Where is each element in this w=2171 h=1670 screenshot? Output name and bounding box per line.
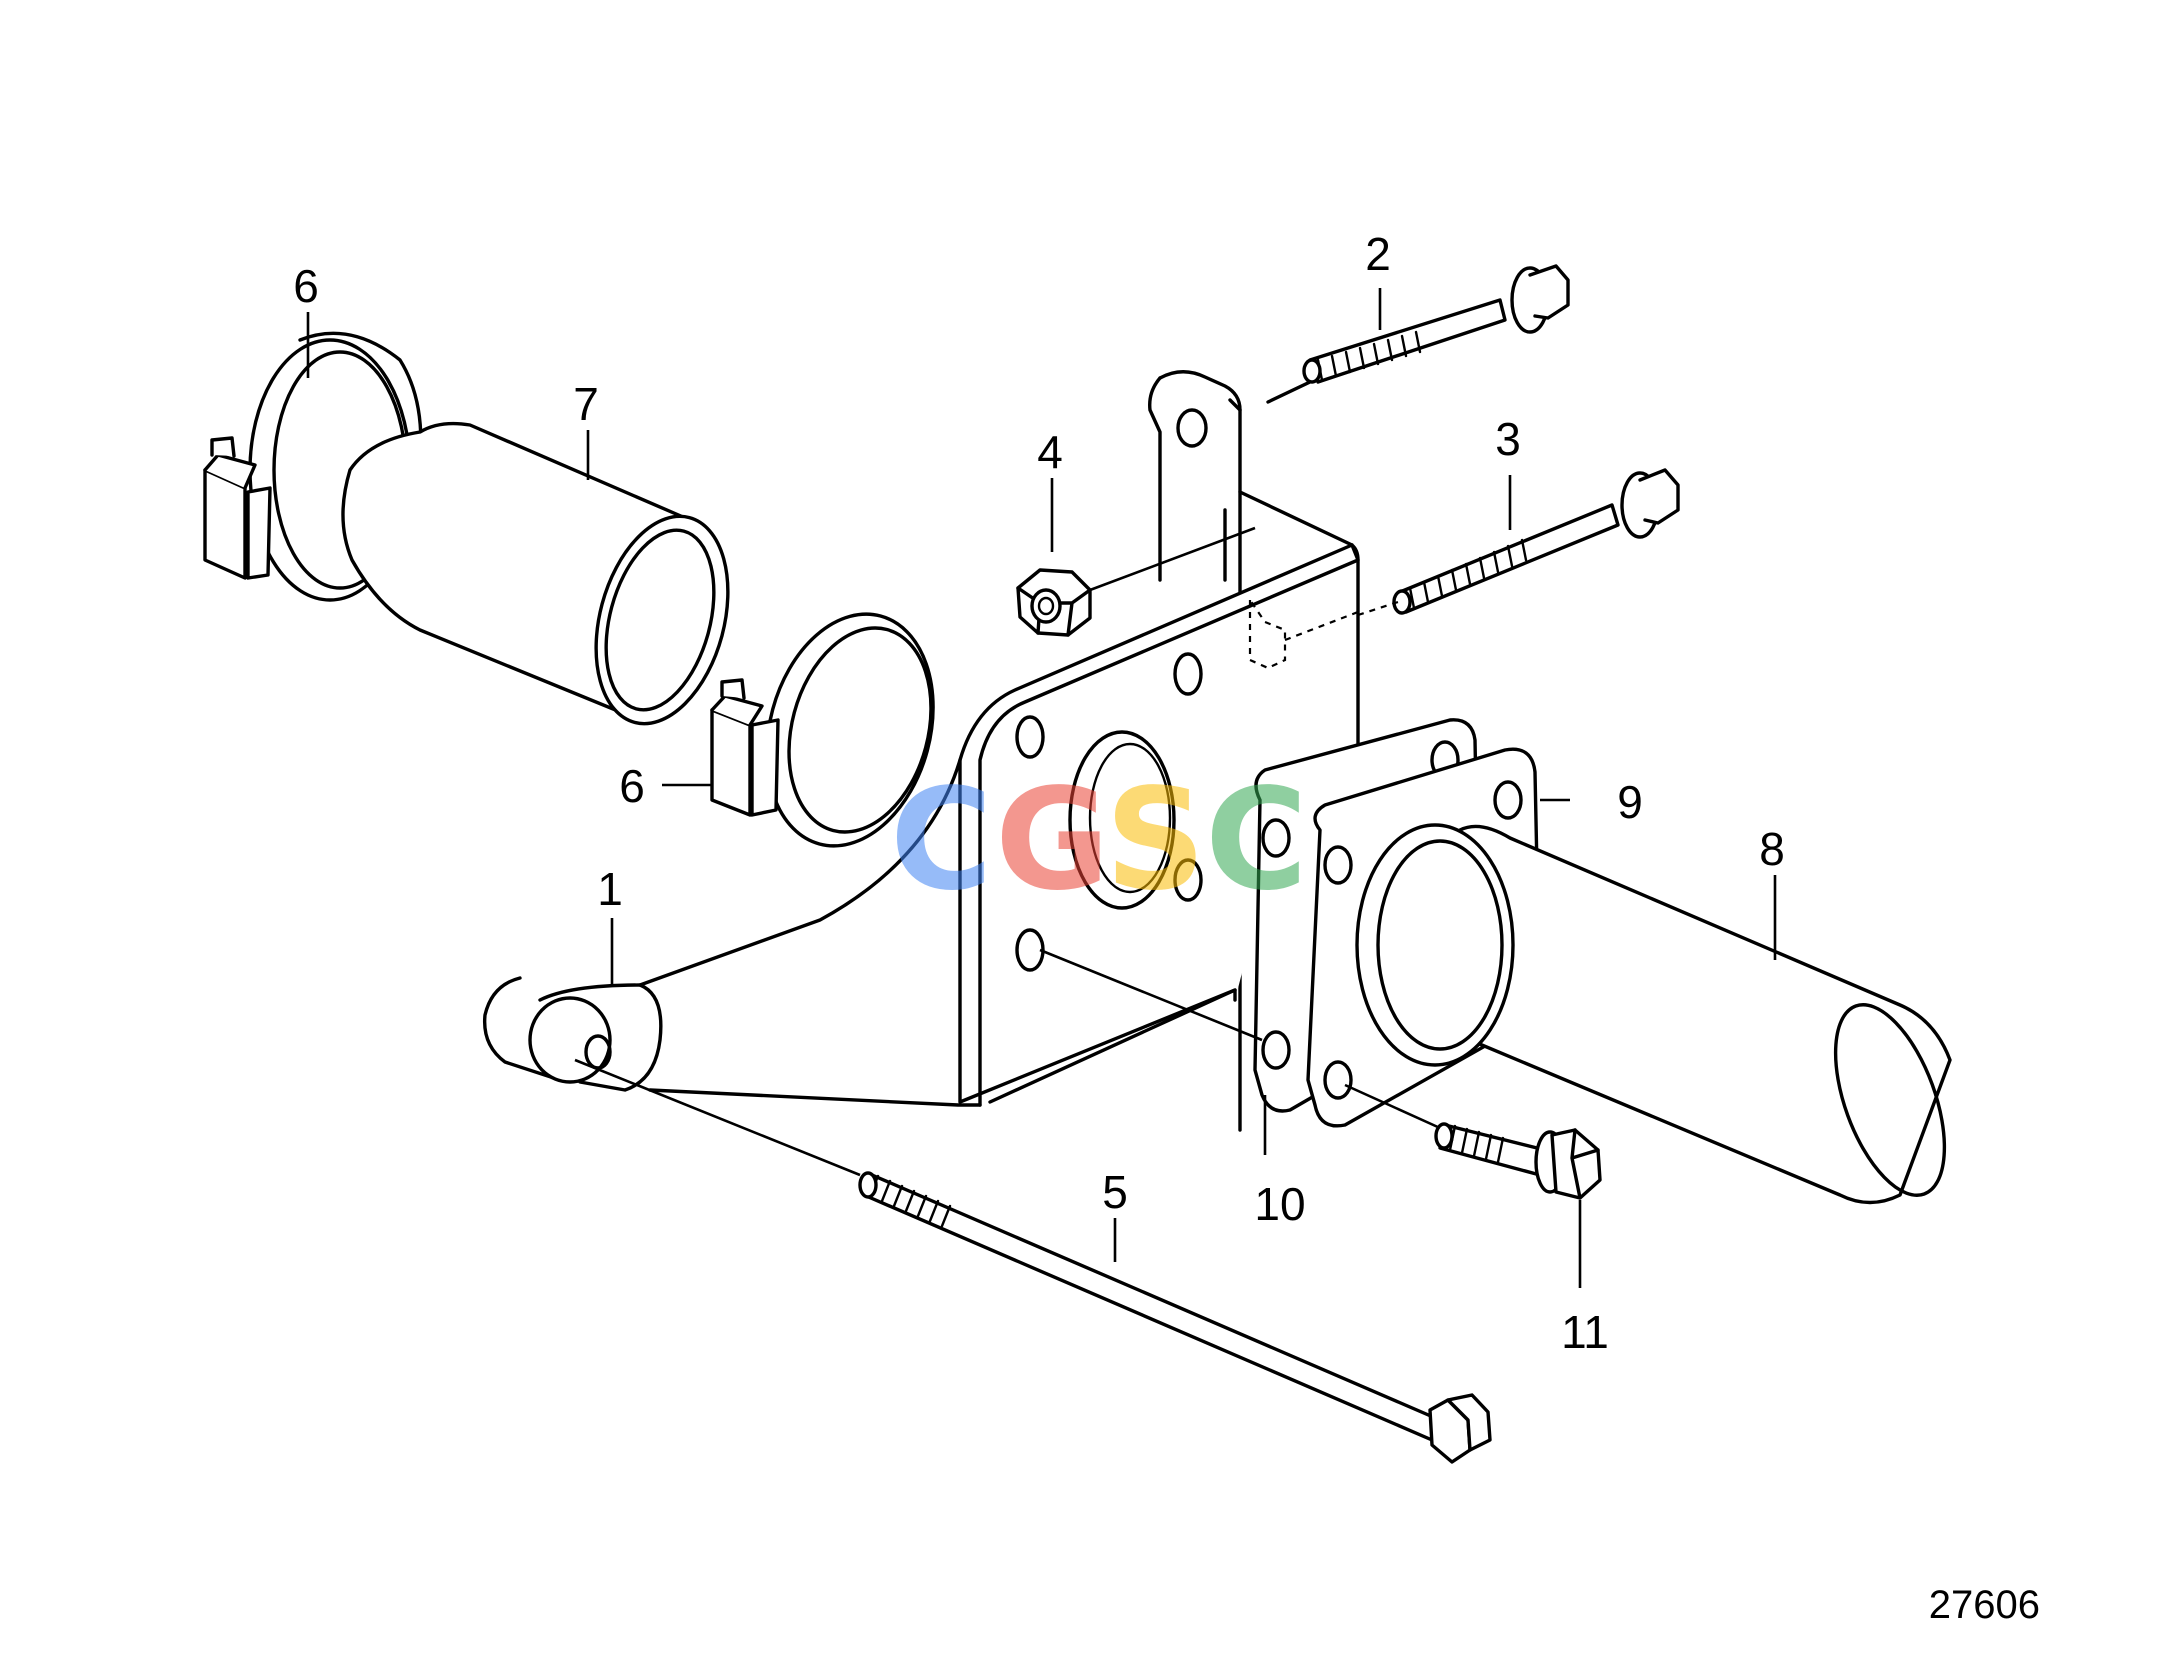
watermark: C G S C xyxy=(890,759,1308,922)
hose-clamp-part-6-lower xyxy=(710,612,935,848)
long-bolt-part-5 xyxy=(574,1058,1492,1464)
hose-part-7 xyxy=(341,421,730,726)
callout-6-upper: 6 xyxy=(293,260,319,312)
callout-5: 5 xyxy=(1102,1166,1128,1218)
bracket-tab-hole xyxy=(1176,408,1208,448)
callout-4: 4 xyxy=(1037,426,1063,478)
callout-labels: 1 2 3 4 5 6 6 7 8 9 10 11 xyxy=(293,228,1785,1358)
bolt-part-11 xyxy=(1344,1083,1602,1200)
callout-3: 3 xyxy=(1495,413,1521,465)
bolt-part-3 xyxy=(1357,468,1680,617)
watermark-letter-1: C xyxy=(890,759,993,922)
plate-hole-1 xyxy=(1015,715,1045,759)
center-bore xyxy=(1068,730,1176,910)
plate-hole-2 xyxy=(1173,652,1203,696)
callout-9: 9 xyxy=(1617,776,1643,828)
callout-1: 1 xyxy=(597,863,623,915)
callout-leaders xyxy=(306,288,1777,1288)
bolt-part-2 xyxy=(1266,264,1570,404)
watermark-letter-4: C xyxy=(1205,759,1308,922)
watermark-letter-3: S xyxy=(1105,759,1206,922)
callout-10: 10 xyxy=(1254,1178,1305,1230)
callout-11: 11 xyxy=(1561,1306,1609,1358)
callout-6-lower: 6 xyxy=(619,760,645,812)
pipe-part-8 xyxy=(1355,823,1952,1205)
callout-7: 7 xyxy=(573,378,599,430)
callout-2: 2 xyxy=(1365,228,1391,280)
plate-hole-3 xyxy=(1173,858,1203,902)
bracket-part-1 xyxy=(482,370,1360,1132)
figure-number: 27606 xyxy=(1929,1583,2040,1627)
watermark-letter-2: G xyxy=(995,759,1110,922)
nut-part-4 xyxy=(1016,526,1256,637)
callout-8: 8 xyxy=(1759,823,1785,875)
